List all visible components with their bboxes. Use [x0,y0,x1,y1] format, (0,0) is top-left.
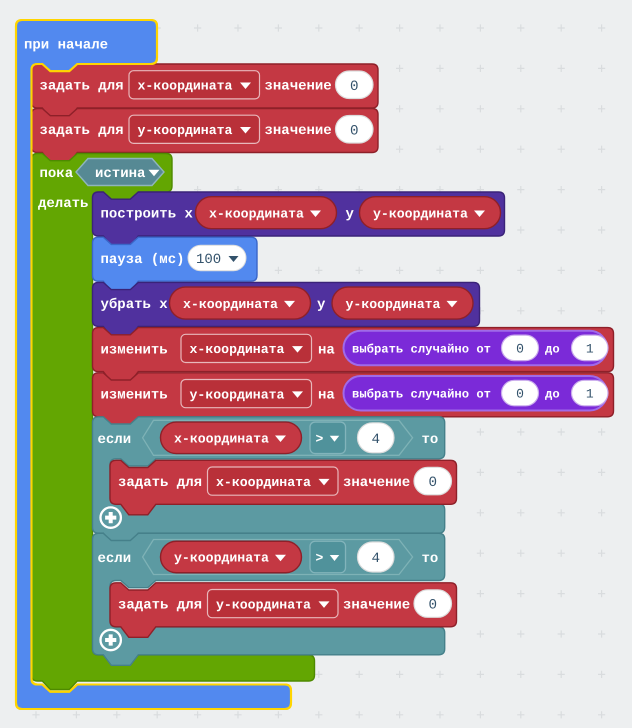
svg-text:выбрать случайно от: выбрать случайно от [352,342,491,356]
svg-text:до: до [545,388,560,402]
svg-text:x-координата: x-координата [209,206,304,221]
svg-text:то: то [422,432,439,448]
svg-text:y-координата: y-координата [373,206,468,221]
svg-text:пока: пока [40,166,74,182]
svg-text:задать для: задать для [118,598,202,614]
svg-text:если: если [98,432,132,448]
svg-text:пауза (мс): пауза (мс) [101,252,185,268]
svg-text:x-координата: x-координата [216,475,311,490]
svg-text:если: если [98,551,132,567]
svg-text:100: 100 [196,252,221,268]
svg-text:0: 0 [516,387,524,402]
svg-text:0: 0 [350,123,359,139]
svg-text:1: 1 [586,342,594,357]
svg-text:то: то [422,551,439,567]
svg-text:до: до [545,342,560,356]
svg-text:на: на [318,388,335,404]
svg-text:выбрать случайно от: выбрать случайно от [352,388,491,402]
svg-text:делать: делать [38,196,88,212]
svg-text:значение: значение [265,79,332,95]
svg-text:0: 0 [350,79,359,95]
svg-text:y-координата: y-координата [346,297,441,312]
svg-text:4: 4 [371,432,380,448]
svg-text:значение: значение [265,123,332,139]
svg-text:0: 0 [428,475,437,491]
svg-text:y-координата: y-координата [216,597,311,612]
svg-text:y-координата: y-координата [174,551,269,566]
svg-text:задать для: задать для [40,123,124,139]
svg-text:0: 0 [516,342,524,357]
svg-text:при начале: при начале [24,38,108,54]
svg-text:истина: истина [95,166,146,182]
svg-text:задать для: задать для [118,475,202,491]
svg-text:задать для: задать для [40,79,124,95]
svg-text:y: y [317,297,326,313]
svg-text:y: y [346,207,355,223]
svg-text:>: > [316,551,324,566]
svg-text:x-координата: x-координата [174,432,269,447]
svg-text:значение: значение [343,475,410,491]
svg-text:на: на [318,342,335,358]
svg-text:x-координата: x-координата [183,297,278,312]
svg-text:построить x: построить x [101,207,194,223]
svg-text:изменить: изменить [101,342,168,358]
svg-text:x-координата: x-координата [190,342,285,357]
svg-text:1: 1 [586,387,594,402]
svg-text:4: 4 [371,551,380,567]
svg-text:значение: значение [343,598,410,614]
svg-text:x-координата: x-координата [138,79,233,94]
svg-text:изменить: изменить [101,388,168,404]
svg-text:>: > [316,431,324,446]
svg-text:y-координата: y-координата [190,387,285,402]
svg-text:y-координата: y-координата [138,123,233,138]
svg-text:убрать x: убрать x [101,297,169,313]
svg-text:0: 0 [428,598,437,614]
